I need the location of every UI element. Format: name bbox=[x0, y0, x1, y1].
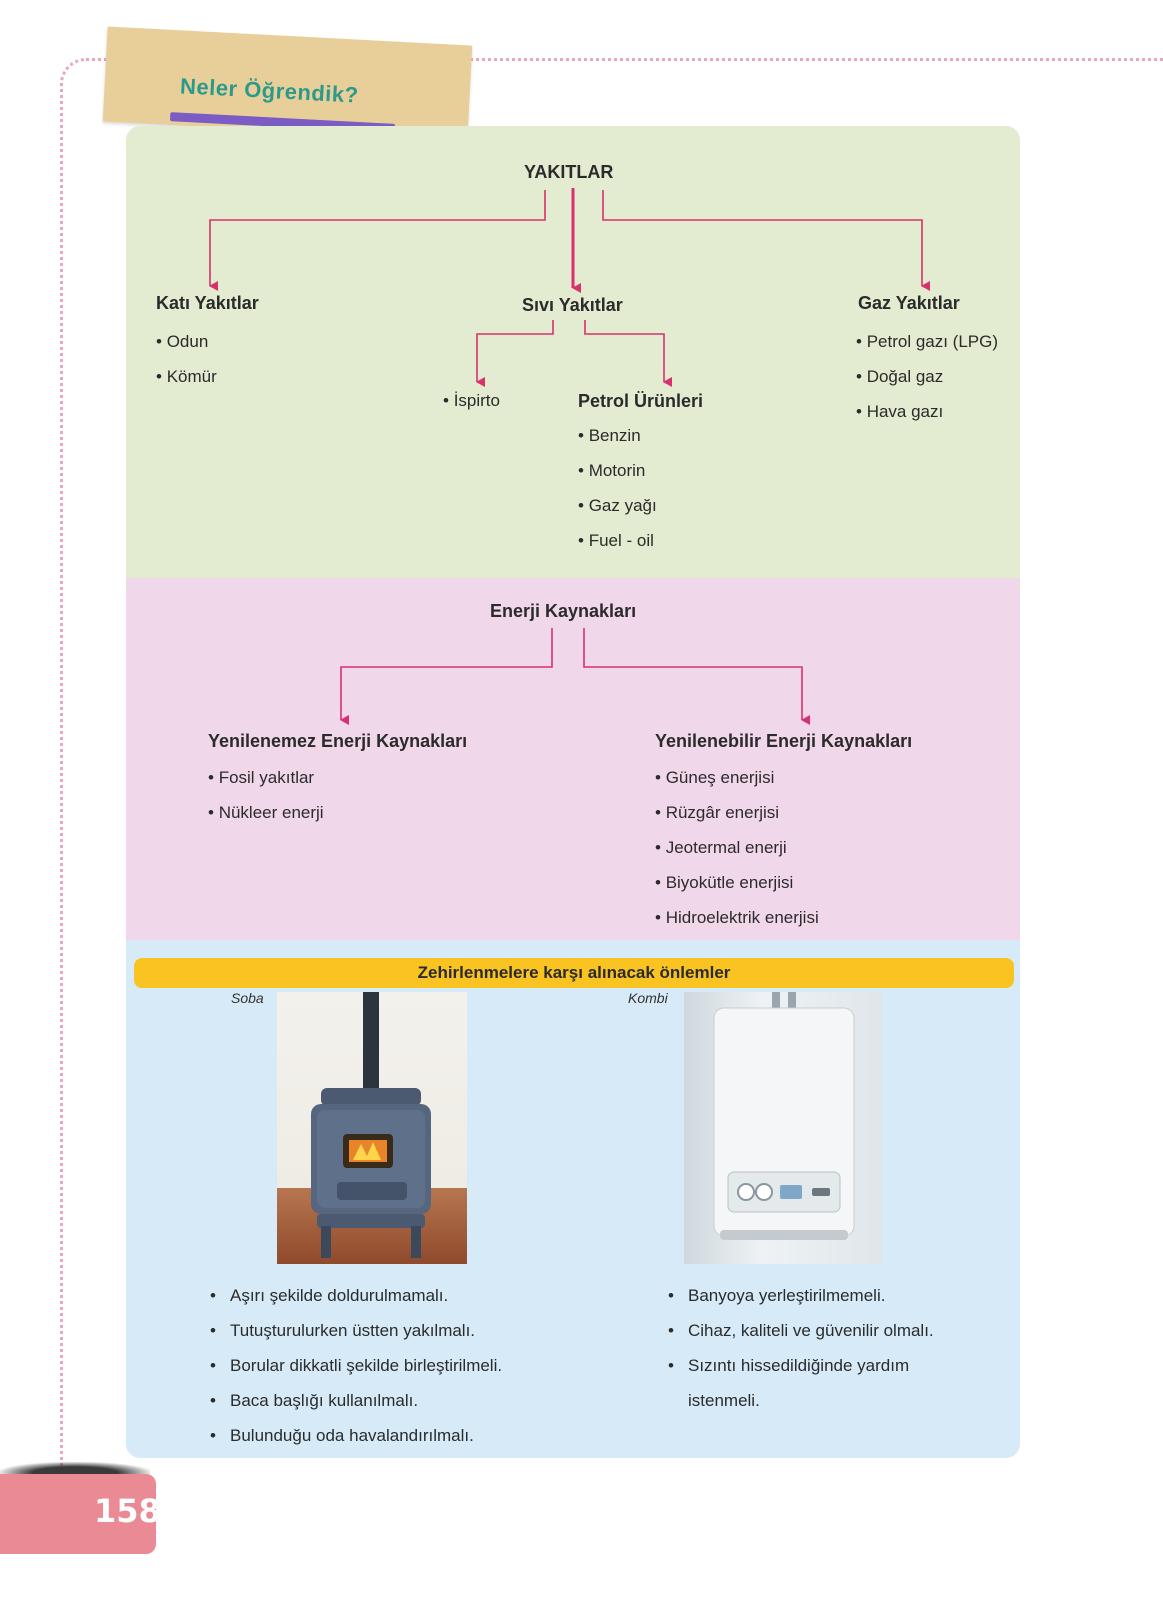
solid-fuel-item: • Odun bbox=[156, 332, 209, 351]
solid-fuels-title: Katı Yakıtlar bbox=[156, 293, 259, 313]
renewable-item: • Biyokütle enerjisi bbox=[655, 873, 794, 892]
petroleum-products-title: Petrol Ürünleri bbox=[578, 391, 704, 411]
combi-precaution-continued: istenmeli. bbox=[688, 1391, 760, 1410]
page-number-tab bbox=[0, 1474, 156, 1554]
nonrenewable-item: • Nükleer enerji bbox=[208, 803, 324, 822]
energy-panel bbox=[126, 578, 1020, 940]
stove-precaution: Borular dikkatli şekilde birleştirilmeli… bbox=[210, 1356, 502, 1376]
page-number: 158 bbox=[94, 1492, 161, 1530]
page-border bbox=[60, 58, 1163, 1491]
renewable-item: • Güneş enerjisi bbox=[655, 768, 775, 787]
stove-precaution: Bulunduğu oda havalandırılmalı. bbox=[210, 1426, 474, 1446]
energy-root: Enerji Kaynakları bbox=[490, 601, 637, 621]
petroleum-item: • Benzin bbox=[578, 426, 641, 445]
stove-precaution: Aşırı şekilde doldurulmamalı. bbox=[210, 1286, 448, 1306]
combi-precaution: Banyoya yerleştirilmemeli. bbox=[668, 1286, 885, 1306]
petroleum-item: • Gaz yağı bbox=[578, 496, 657, 515]
gas-fuels-title: Gaz Yakıtlar bbox=[858, 293, 960, 313]
combi-caption: Kombi bbox=[628, 990, 668, 1006]
spirit-item: • İspirto bbox=[443, 391, 500, 410]
combi-precaution: Sızıntı hissedildiğinde yardım bbox=[668, 1356, 909, 1376]
combi-illustration bbox=[713, 992, 855, 1240]
stove-precaution: Baca başlığı kullanılmalı. bbox=[210, 1391, 418, 1411]
solid-fuel-item: • Kömür bbox=[156, 367, 217, 386]
nonrenewable-item: • Fosil yakıtlar bbox=[208, 768, 315, 787]
stove-precaution: Tutuşturulurken üstten yakılmalı. bbox=[210, 1321, 475, 1341]
gas-fuel-item: • Petrol gazı (LPG) bbox=[856, 332, 999, 351]
liquid-fuels-title: Sıvı Yakıtlar bbox=[522, 295, 623, 315]
petroleum-item: • Fuel - oil bbox=[578, 531, 654, 550]
nonrenewable-title: Yenilenemez Enerji Kaynakları bbox=[208, 731, 468, 751]
combi-precaution: Cihaz, kaliteli ve güvenilir olmalı. bbox=[668, 1321, 934, 1341]
stove-illustration bbox=[311, 992, 431, 1258]
gas-fuel-item: • Hava gazı bbox=[856, 402, 944, 421]
gas-fuel-item: • Doğal gaz bbox=[856, 367, 944, 386]
combi-photo bbox=[684, 992, 882, 1264]
petroleum-item: • Motorin bbox=[578, 461, 646, 480]
stove-photo bbox=[277, 992, 467, 1264]
renewable-item: • Hidroelektrik enerjisi bbox=[655, 908, 819, 927]
renewable-title: Yenilenebilir Enerji Kaynakları bbox=[655, 731, 913, 751]
fuels-root: YAKITLAR bbox=[524, 162, 614, 182]
precautions-banner: Zehirlenmelere karşı alınacak önlemler bbox=[134, 958, 1014, 988]
stove-caption: Soba bbox=[231, 990, 264, 1006]
renewable-item: • Rüzgâr enerjisi bbox=[655, 803, 780, 822]
renewable-item: • Jeotermal enerji bbox=[655, 838, 787, 857]
